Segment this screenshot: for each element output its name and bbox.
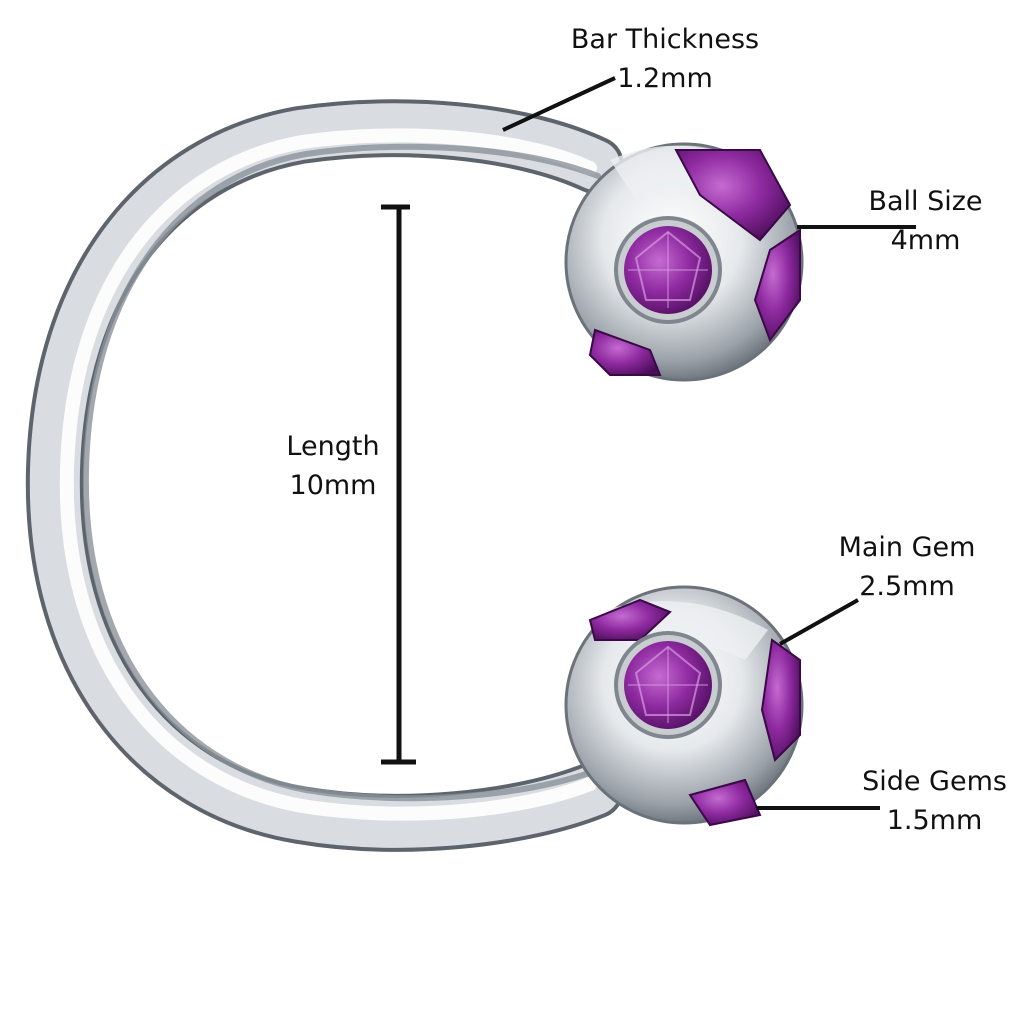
bottom-ball <box>564 585 804 827</box>
ball-size-title: Ball Size <box>868 186 983 217</box>
bottom-side-gems <box>588 598 801 827</box>
bar-thickness-leader <box>502 76 616 132</box>
bar-thickness-value: 1.2mm <box>617 63 713 94</box>
top-main-gem <box>614 216 722 324</box>
side-gems-label: Side Gems 1.5mm <box>852 768 1017 834</box>
side-gems-title: Side Gems <box>862 766 1007 797</box>
top-ball <box>564 142 804 382</box>
length-dimension-marker <box>381 204 416 765</box>
side-gems-value: 1.5mm <box>886 805 983 836</box>
ball-size-label: Ball Size 4mm <box>858 188 993 254</box>
length-value: 10mm <box>289 470 377 501</box>
length-label: Length 10mm <box>278 433 388 499</box>
bottom-main-gem <box>614 631 722 739</box>
main-gem-label: Main Gem 2.5mm <box>832 534 982 600</box>
leader-lines <box>502 76 916 810</box>
ball-size-value: 4mm <box>890 225 961 256</box>
horseshoe-ring <box>25 99 624 852</box>
main-gem-title: Main Gem <box>838 532 976 563</box>
main-gem-value: 2.5mm <box>859 571 955 602</box>
top-side-gems <box>588 149 801 376</box>
main-gem-leader <box>779 598 859 646</box>
bar-thickness-label: Bar Thickness 1.2mm <box>560 26 770 92</box>
length-title: Length <box>286 431 380 462</box>
bar-thickness-title: Bar Thickness <box>570 24 760 55</box>
